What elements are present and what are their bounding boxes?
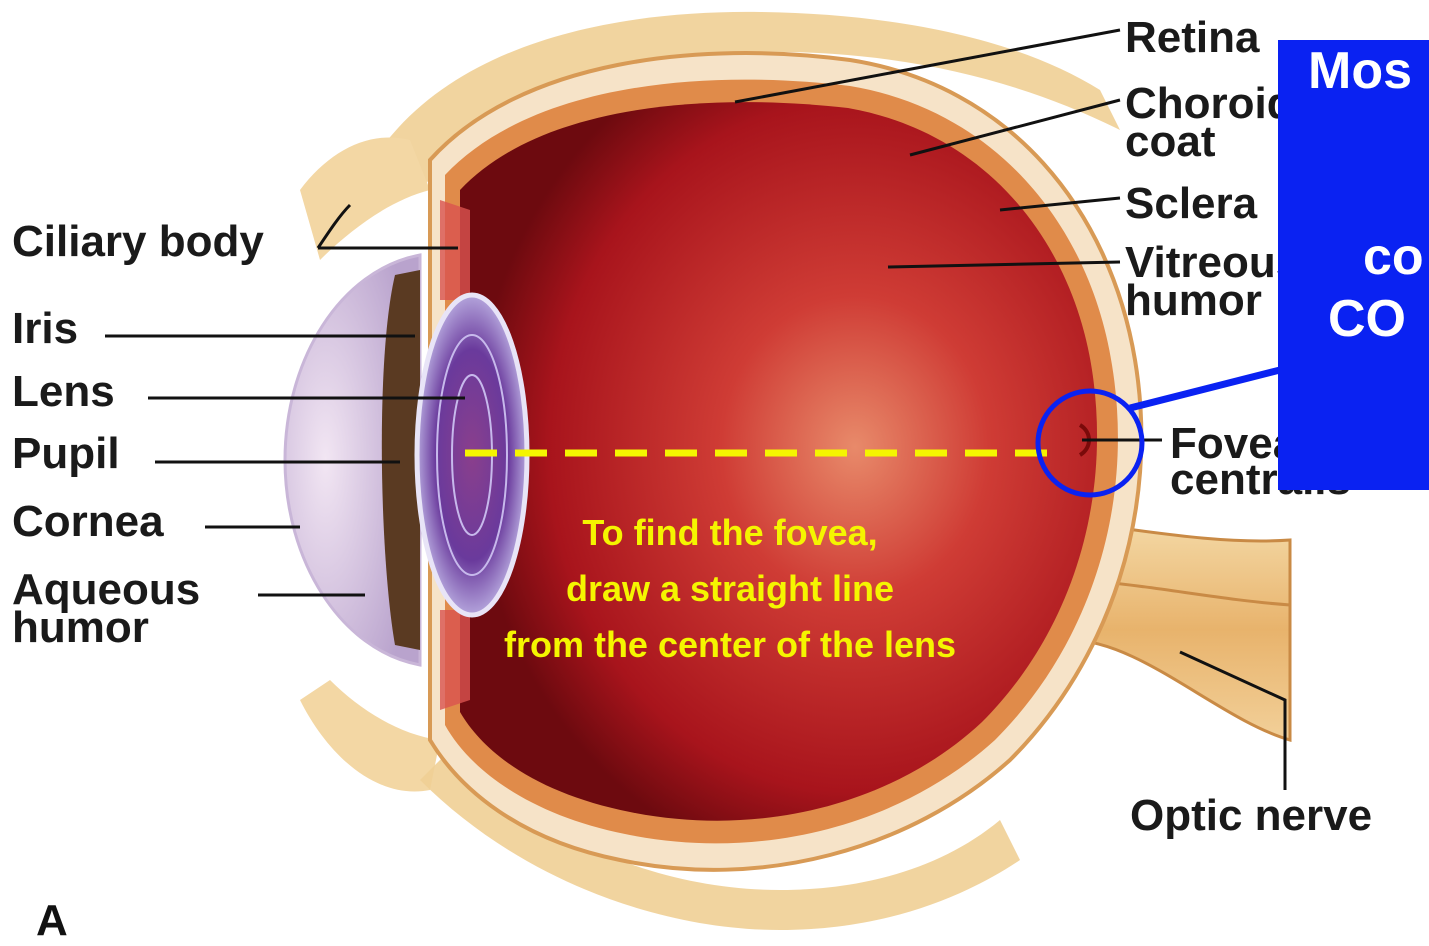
label-sclera: Sclera: [1125, 186, 1257, 222]
label-retina: Retina: [1125, 20, 1259, 56]
instruction-line-2: draw a straight line: [430, 561, 1030, 617]
label-iris: Iris: [12, 311, 78, 347]
callout-line-3: [1308, 164, 1429, 226]
label-choroid-line2: coat: [1125, 124, 1215, 160]
callout-box: Mos c co CO v: [1278, 40, 1429, 490]
callout-connector-line: [1130, 370, 1280, 408]
callout-line-4: co: [1308, 226, 1429, 288]
figure-letter: A: [36, 896, 68, 946]
callout-line-2: c: [1308, 102, 1429, 164]
label-ciliary-body: Ciliary body: [12, 224, 264, 260]
callout-line-1: Mos: [1308, 40, 1429, 102]
instruction-line-3: from the center of the lens: [430, 617, 1030, 673]
label-vitreous-line2: humor: [1125, 283, 1262, 319]
ciliary-body-shape: [440, 200, 470, 300]
instruction-line-1: To find the fovea,: [430, 505, 1030, 561]
fovea-instruction: To find the fovea, draw a straight line …: [430, 505, 1030, 673]
callout-text: Mos c co CO v: [1308, 40, 1429, 412]
label-optic-nerve: Optic nerve: [1130, 798, 1372, 834]
label-cornea: Cornea: [12, 504, 164, 540]
callout-line-5: CO: [1308, 288, 1429, 350]
label-pupil: Pupil: [12, 436, 120, 472]
label-aqueous-line2: humor: [12, 610, 149, 646]
label-lens: Lens: [12, 374, 115, 410]
callout-line-6: v: [1308, 350, 1429, 412]
